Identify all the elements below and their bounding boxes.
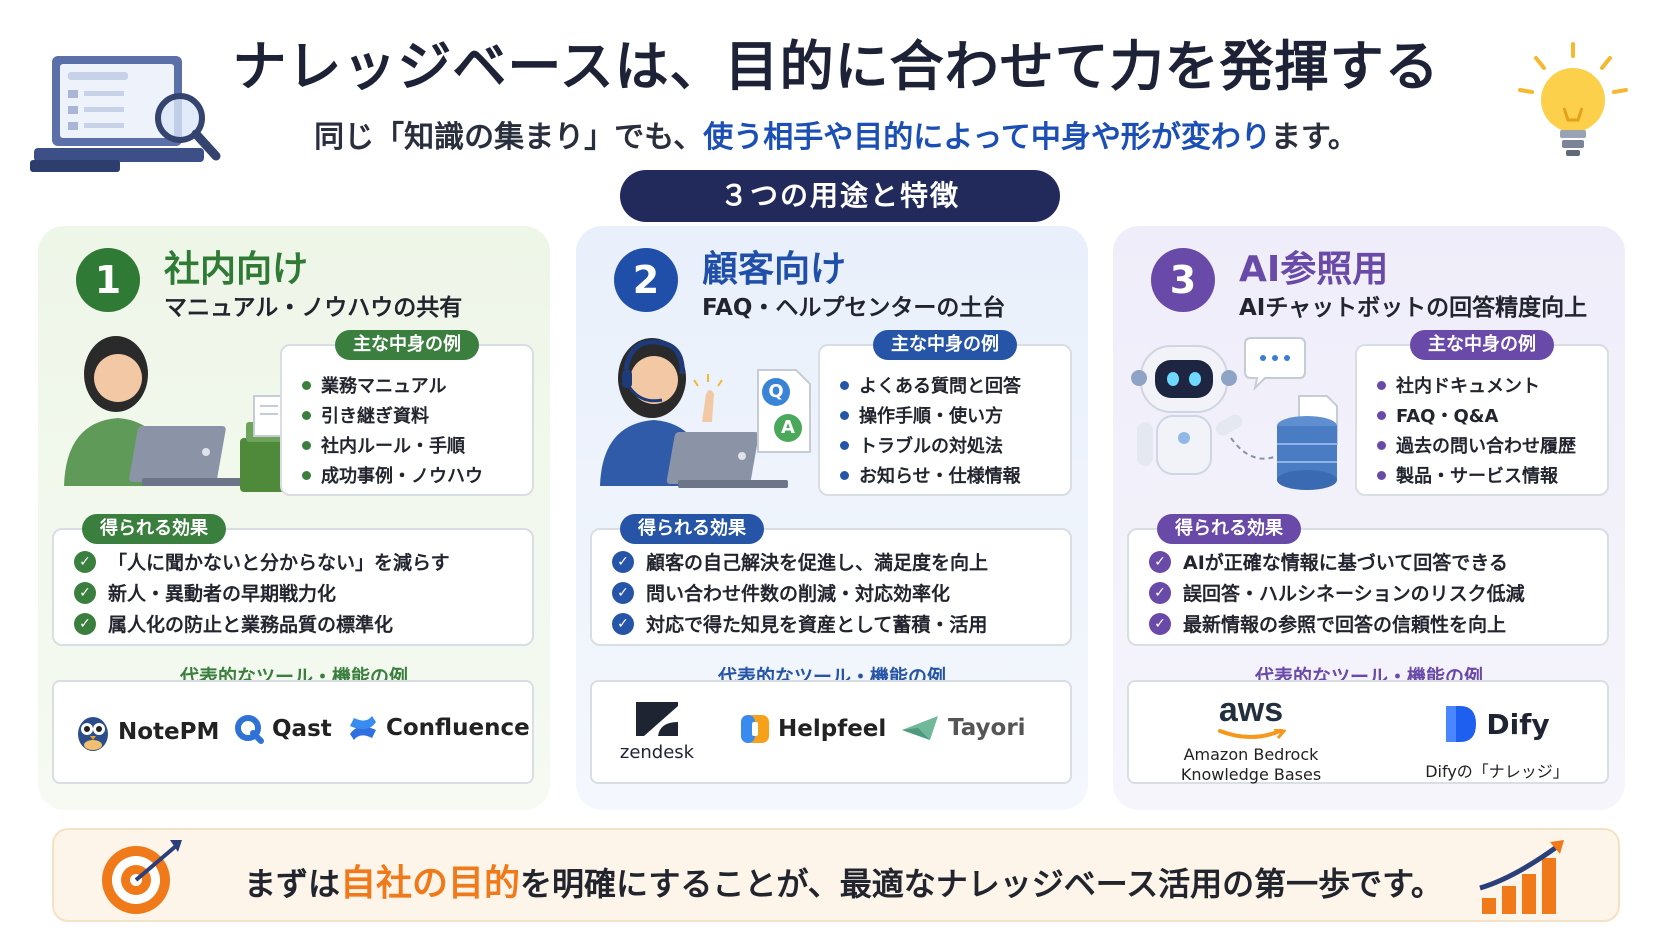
confluence-logo-icon [350,716,376,740]
tools-box: NotePM Qast Confluence [52,680,534,784]
content-examples-label: 主な中身の例 [1410,330,1554,360]
card-subtitle: FAQ・ヘルプセンターの土台 [702,295,1006,321]
growth-chart-icon [1474,838,1574,918]
owl-icon [78,717,108,751]
tool-confluence: Confluence [348,714,530,742]
card-customer: 2 顧客向け FAQ・ヘルプセンターの土台 Q A 主な中身の例 よくある質問と… [576,226,1088,810]
check-icon: ✓ [1149,581,1171,604]
dify-logo-icon [1446,706,1477,742]
effect-item: ✓「人に聞かないと分からない」を減らす [74,548,450,579]
woman-laptop-illustration [56,326,302,496]
tool-aws: aws Amazon Bedrock Knowledge Bases [1180,691,1322,784]
target-icon [98,838,188,916]
effects-box: 得られる効果 ✓AIが正確な情報に基づいて回答できる ✓誤回答・ハルシネーション… [1127,514,1609,646]
effect-item: ✓新人・異動者の早期戦力化 [74,579,450,610]
content-item: トラブルの対処法 [840,432,1021,462]
effects-label: 得られる効果 [620,514,764,544]
tool-notepm: NotePM [76,712,219,752]
effects-label: 得られる効果 [82,514,226,544]
subtitle-pre: 同じ「知識の集まり」でも、 [314,120,704,155]
card-ai: 3 AI参照用 AIチャットボットの回答精度向上 ... 主な中身の例 [1113,226,1625,810]
card-title: 社内向け [164,249,309,290]
effect-item: ✓最新情報の参照で回答の信頼性を向上 [1149,610,1525,641]
card-internal: 1 社内向け マニュアル・ノウハウの共有 主な中身の例 業務マニュアル 引き継ぎ… [38,226,550,810]
card-title: AI参照用 [1239,249,1389,290]
card-title: 顧客向け [702,249,847,290]
subtitle-post: ます。 [1270,120,1358,155]
card-number: 1 [76,248,140,312]
content-item: 成功事例・ノウハウ [302,462,483,492]
card-number: 3 [1151,248,1215,312]
page-subtitle: 同じ「知識の集まり」でも、使う相手や目的によって中身や形が変わります。 [0,112,1672,156]
check-icon: ✓ [1149,550,1171,573]
effect-item: ✓誤回答・ハルシネーションのリスク低減 [1149,579,1525,610]
check-icon: ✓ [612,581,634,604]
effect-item: ✓AIが正確な情報に基づいて回答できる [1149,548,1525,579]
check-icon: ✓ [1149,612,1171,635]
card-subtitle: AIチャットボットの回答精度向上 [1239,295,1588,321]
card-subtitle: マニュアル・ノウハウの共有 [164,295,463,321]
tool-zendesk: zendesk [612,700,702,763]
q-icon: Q [762,378,790,406]
helpfeel-logo-icon [741,715,769,743]
check-icon: ✓ [612,550,634,573]
tool-tayori: Tayori [900,714,1026,742]
content-item: 過去の問い合わせ履歴 [1377,432,1576,462]
content-item: 引き継ぎ資料 [302,402,483,432]
tools-box: zendesk Helpfeel Tayori [590,680,1072,784]
check-icon: ✓ [74,550,96,573]
zendesk-logo-icon [636,702,678,736]
content-examples-box: 主な中身の例 社内ドキュメント FAQ・Q&A 過去の問い合わせ履歴 製品・サー… [1355,330,1609,496]
content-examples-box: 主な中身の例 よくある質問と回答 操作手順・使い方 トラブルの対処法 お知らせ・… [818,330,1072,496]
aws-smile-icon [1218,727,1287,739]
tool-qast: Qast [234,714,332,744]
check-icon: ✓ [612,612,634,635]
qast-logo-icon [235,715,264,744]
a-icon: A [774,414,802,442]
subtitle-highlight: 使う相手や目的によって中身や形が変わり [703,120,1271,155]
robot-database-illustration [1131,326,1361,496]
content-examples-label: 主な中身の例 [873,330,1017,360]
footer-message: まずは自社の目的を明確にすることが、最適なナレッジベース活用の第一歩です。 [244,863,1443,904]
content-item: 操作手順・使い方 [840,402,1021,432]
effect-item: ✓属人化の防止と業務品質の標準化 [74,610,450,641]
content-item: 社内ドキュメント [1377,372,1576,402]
lightbulb-icon [1508,38,1638,168]
laptop-search-icon [30,48,230,178]
content-examples-box: 主な中身の例 業務マニュアル 引き継ぎ資料 社内ルール・手順 成功事例・ノウハウ [280,330,534,496]
content-item: よくある質問と回答 [840,372,1021,402]
effects-box: 得られる効果 ✓「人に聞かないと分からない」を減らす ✓新人・異動者の早期戦力化… [52,514,534,646]
content-item: お知らせ・仕様情報 [840,462,1021,492]
effect-item: ✓対応で得た知見を資産として蓄積・活用 [612,610,988,641]
effects-box: 得られる効果 ✓顧客の自己解決を促進し、満足度を向上 ✓問い合わせ件数の削減・対… [590,514,1072,646]
effect-item: ✓問い合わせ件数の削減・対応効率化 [612,579,988,610]
effects-label: 得られる効果 [1157,514,1301,544]
content-item: 社内ルール・手順 [302,432,483,462]
content-item: 製品・サービス情報 [1377,462,1576,492]
section-label: ３つの用途と特徴 [620,170,1060,222]
footer-banner: まずは自社の目的を明確にすることが、最適なナレッジベース活用の第一歩です。 [52,828,1620,922]
content-item: 業務マニュアル [302,372,483,402]
page-title: ナレッジベースは、目的に合わせて力を発揮する [232,35,1440,98]
tool-helpfeel: Helpfeel [740,714,886,744]
content-examples-label: 主な中身の例 [335,330,479,360]
check-icon: ✓ [74,612,96,635]
check-icon: ✓ [74,581,96,604]
tayori-logo-icon [902,716,938,740]
headset-operator-illustration [594,326,824,496]
effect-item: ✓顧客の自己解決を促進し、満足度を向上 [612,548,988,579]
qa-document-icon: Q A [754,366,814,456]
card-number: 2 [614,248,678,312]
tool-dify: Dify Difyの「ナレッジ」 [1397,704,1597,782]
content-item: FAQ・Q&A [1377,402,1576,432]
tools-box: aws Amazon Bedrock Knowledge Bases Dify … [1127,680,1609,784]
